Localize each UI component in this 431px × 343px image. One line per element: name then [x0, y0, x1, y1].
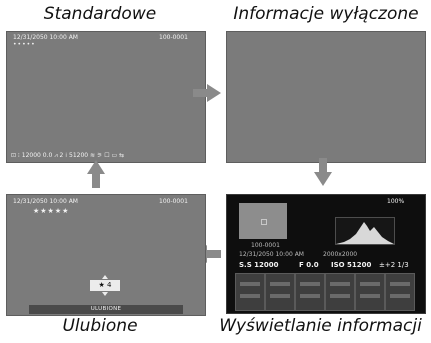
settings-cell — [295, 273, 325, 311]
histogram — [335, 217, 395, 245]
info-display-screen: 100% 100-0001 12/31/2050 10:00 AM 2000x2… — [226, 194, 426, 314]
frame-number-label: 100-0001 — [159, 198, 188, 205]
caption-standard: Standardowe — [43, 4, 157, 24]
settings-cell — [235, 273, 265, 311]
iso-label: ISO 51200 — [331, 261, 372, 269]
datetime-label: 12/31/2050 10:00 AM — [239, 251, 304, 258]
frame-number-label: 100-0001 — [159, 34, 188, 41]
frame-number-label: 100-0001 — [251, 242, 280, 249]
rating-badge: ★ 4 — [90, 280, 120, 291]
rating-up-icon — [102, 275, 108, 279]
settings-panel-grid — [235, 273, 417, 311]
exposure-compensation-label: ±+2 1/3 — [379, 261, 409, 269]
rating-down-icon — [102, 292, 108, 296]
settings-cell — [265, 273, 295, 311]
aperture-label: F 0.0 — [299, 261, 319, 269]
caption-favorites: Ulubione — [62, 316, 138, 336]
caption-info-off: Informacje wyłączone — [233, 4, 419, 24]
zoom-badge: 100% — [387, 198, 405, 205]
shutter-speed-label: S.S 12000 — [239, 261, 279, 269]
focus-point-icon — [261, 219, 267, 225]
caption-info-display: Wyświetlanie informacji — [219, 316, 422, 336]
arrow-down-icon — [314, 158, 332, 186]
standard-display-screen: 12/31/2050 10:00 AM 100-0001 ••••• ⊡ ⁝ 1… — [6, 31, 206, 163]
settings-cell — [325, 273, 355, 311]
info-off-screen — [226, 31, 426, 163]
shooting-info-bar: ⊡ ⁝ 12000 0.0 ⩘ 2 ⁞ 51200 ≋ ⚞ ☐ ▭ ⇆ — [11, 152, 125, 159]
image-size-label: 2000x2000 — [323, 251, 358, 258]
rating-dots: ••••• — [13, 41, 36, 48]
favorites-screen: 12/31/2050 10:00 AM 100-0001 ★★★★★ ★ 4 U… — [6, 194, 206, 316]
arrow-up-icon — [87, 160, 105, 188]
favorites-label-bar: ULUBIONE — [29, 305, 183, 314]
settings-cell — [385, 273, 415, 311]
star-rating: ★★★★★ — [33, 207, 70, 215]
datetime-label: 12/31/2050 10:00 AM — [13, 34, 78, 41]
settings-cell — [355, 273, 385, 311]
datetime-label: 12/31/2050 10:00 AM — [13, 198, 78, 205]
arrow-right-icon — [193, 84, 221, 102]
image-thumbnail — [239, 203, 287, 239]
